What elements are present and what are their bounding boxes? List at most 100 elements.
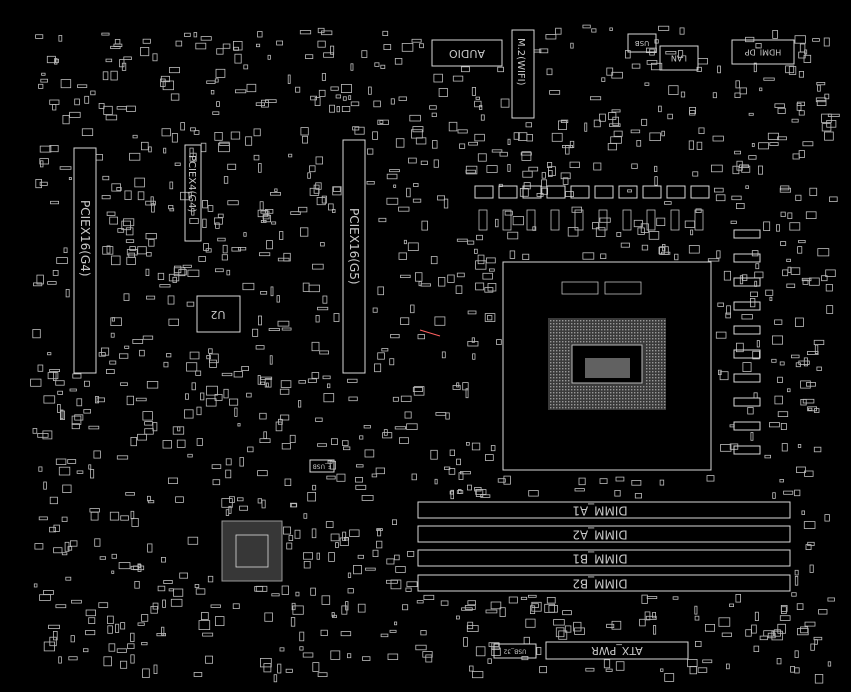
component-pad: [225, 469, 232, 479]
component-pad: [163, 580, 173, 585]
component-pad: [457, 129, 468, 134]
component-pad: [281, 442, 291, 450]
component-pad: [413, 182, 419, 187]
component-pad: [750, 291, 758, 297]
component-pad: [827, 113, 840, 117]
component-pad: [151, 203, 155, 213]
component-pad: [32, 329, 41, 339]
component-pad: [390, 98, 395, 105]
component-pad: [125, 239, 135, 243]
component-pad: [52, 269, 59, 276]
component-pad: [461, 607, 473, 611]
component-pad: [39, 145, 52, 153]
component-pad: [712, 92, 717, 99]
component-pad: [536, 647, 542, 655]
component-pad: [312, 484, 317, 491]
component-pad: [70, 635, 75, 643]
component-pad: [202, 632, 214, 637]
component-pad: [611, 109, 621, 113]
chipset-bga: [221, 520, 283, 582]
component-pad: [190, 127, 196, 132]
component-pad: [182, 264, 192, 268]
component-pad: [241, 365, 249, 371]
component-pad: [512, 216, 524, 226]
component-pad: [232, 603, 240, 609]
component-pad: [69, 111, 81, 118]
component-pad: [49, 526, 56, 533]
f-usb-label: F_USB: [313, 463, 332, 470]
component-pad: [487, 658, 492, 664]
component-pad: [821, 123, 832, 132]
component-pad: [316, 196, 326, 206]
component-pad: [141, 642, 148, 646]
component-pad: [34, 543, 44, 550]
component-pad: [386, 173, 398, 180]
component-pad: [36, 274, 44, 285]
component-pad: [485, 257, 496, 264]
component-pad: [452, 75, 464, 82]
component-pad: [102, 71, 109, 81]
component-pad: [258, 163, 262, 173]
component-pad: [495, 218, 499, 228]
component-pad: [168, 318, 179, 326]
component-pad: [558, 630, 568, 640]
component-pad: [212, 111, 220, 115]
component-pad: [449, 490, 454, 495]
component-pad: [507, 231, 519, 240]
component-pad: [106, 245, 111, 254]
component-pad: [137, 564, 142, 572]
component-pad: [223, 176, 229, 184]
component-pad: [421, 220, 428, 231]
component-pad: [260, 290, 268, 295]
component-pad: [678, 50, 684, 58]
component-pad: [134, 177, 145, 188]
component-pad: [497, 66, 505, 73]
component-pad: [327, 460, 333, 464]
component-pad: [234, 89, 247, 94]
component-pad: [560, 119, 569, 123]
vrm-choke: [618, 185, 638, 199]
component-pad: [255, 345, 265, 350]
component-pad: [336, 473, 346, 482]
component-pad: [590, 96, 602, 101]
component-pad: [398, 206, 410, 212]
component-pad: [265, 99, 277, 103]
component-pad: [825, 283, 833, 292]
vrm-choke: [546, 185, 566, 199]
component-pad: [62, 115, 70, 125]
component-pad: [195, 588, 206, 595]
component-pad: [279, 388, 290, 395]
component-pad: [172, 426, 185, 435]
component-pad: [717, 302, 724, 307]
component-pad: [490, 601, 502, 610]
component-pad: [404, 411, 412, 419]
component-pad: [364, 449, 375, 458]
component-pad: [295, 86, 301, 93]
component-pad: [276, 295, 280, 303]
component-pad: [726, 305, 731, 315]
component-pad: [736, 202, 745, 209]
component-pad: [438, 88, 448, 97]
component-pad: [711, 164, 723, 173]
component-pad: [49, 144, 59, 153]
component-pad: [214, 616, 225, 626]
component-pad: [255, 43, 261, 48]
component-pad: [310, 587, 316, 596]
component-pad: [409, 114, 421, 122]
component-pad: [791, 592, 797, 597]
component-pad: [689, 666, 697, 675]
component-pad: [401, 43, 414, 52]
component-pad: [140, 141, 149, 151]
component-pad: [764, 454, 772, 459]
component-pad: [290, 211, 301, 215]
component-pad: [111, 570, 115, 574]
component-pad: [42, 430, 53, 440]
component-pad: [672, 596, 679, 600]
component-pad: [781, 606, 787, 615]
component-pad: [748, 112, 754, 116]
component-pad: [61, 516, 68, 522]
component-pad: [130, 436, 137, 447]
component-pad: [767, 632, 776, 639]
component-pad: [801, 510, 806, 515]
component-pad: [146, 251, 152, 257]
